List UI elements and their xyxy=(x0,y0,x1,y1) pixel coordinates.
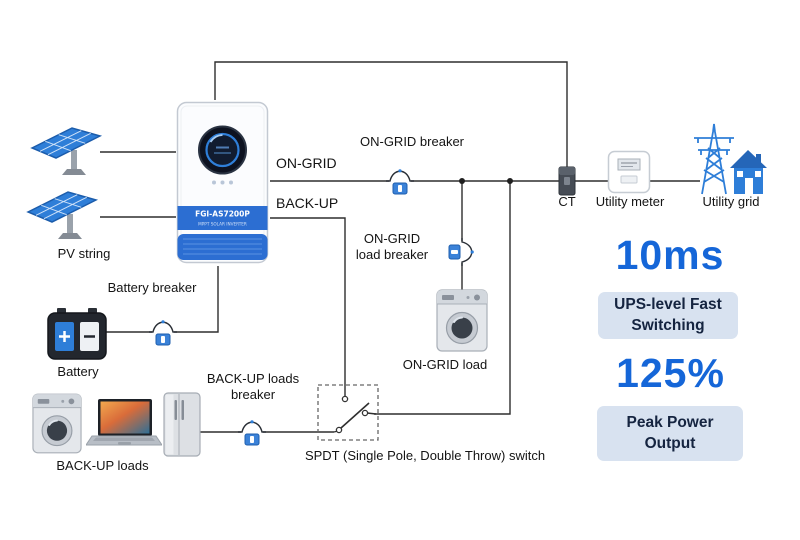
fridge-icon xyxy=(162,392,202,463)
pv-string-label: PV string xyxy=(57,246,111,261)
solar-panel-icon xyxy=(26,122,106,187)
washing-machine-icon xyxy=(436,288,488,357)
ct-label: CT xyxy=(558,194,576,209)
fast-switching-badge: UPS-level Fast Switching xyxy=(598,292,738,339)
solar-panel-icon xyxy=(22,186,102,251)
peak-power-value: 125% xyxy=(616,350,725,396)
backup-loads-breaker-icon xyxy=(237,419,267,446)
on-grid-breaker-label: ON-GRID breaker xyxy=(359,134,465,149)
ct-icon xyxy=(558,166,576,196)
spdt-switch-label: SPDT (Single Pole, Double Throw) switch xyxy=(304,448,546,463)
washing-machine-icon xyxy=(32,392,82,459)
back-up-port-label: BACK-UP xyxy=(276,195,339,211)
fast-switching-value: 10ms xyxy=(615,232,725,278)
svg-text:FGI-AS7200P: FGI-AS7200P xyxy=(195,210,250,219)
battery-icon xyxy=(45,306,109,367)
on-grid-breaker-icon xyxy=(385,168,415,195)
svg-text:MPPT SOLAR INVERTER: MPPT SOLAR INVERTER xyxy=(198,222,247,227)
on-grid-load-breaker-label: ON-GRID load breaker xyxy=(355,231,429,263)
utility-meter-icon xyxy=(607,150,651,199)
backup-loads-breaker-label: BACK-UP loads breaker xyxy=(206,371,300,403)
on-grid-port-label: ON-GRID xyxy=(276,155,337,171)
inverter-icon: FGI-AS7200P MPPT SOLAR INVERTER xyxy=(175,100,270,270)
peak-power-badge: Peak Power Output xyxy=(597,406,743,461)
spdt-switch-icon xyxy=(317,384,379,441)
battery-breaker-icon xyxy=(148,319,178,346)
utility-grid-icon xyxy=(690,118,768,203)
utility-grid-label: Utility grid xyxy=(702,194,760,209)
fast-switching-badge-text: UPS-level Fast Switching xyxy=(614,296,722,334)
utility-meter-label: Utility meter xyxy=(595,194,665,209)
peak-power-badge-text: Peak Power Output xyxy=(626,414,714,452)
battery-label: Battery xyxy=(57,364,99,379)
laptop-icon xyxy=(85,398,163,457)
battery-breaker-label: Battery breaker xyxy=(107,280,197,295)
on-grid-load-label: ON-GRID load xyxy=(402,357,488,372)
backup-loads-label: BACK-UP loads xyxy=(56,458,149,473)
on-grid-load-breaker-icon xyxy=(448,237,475,267)
